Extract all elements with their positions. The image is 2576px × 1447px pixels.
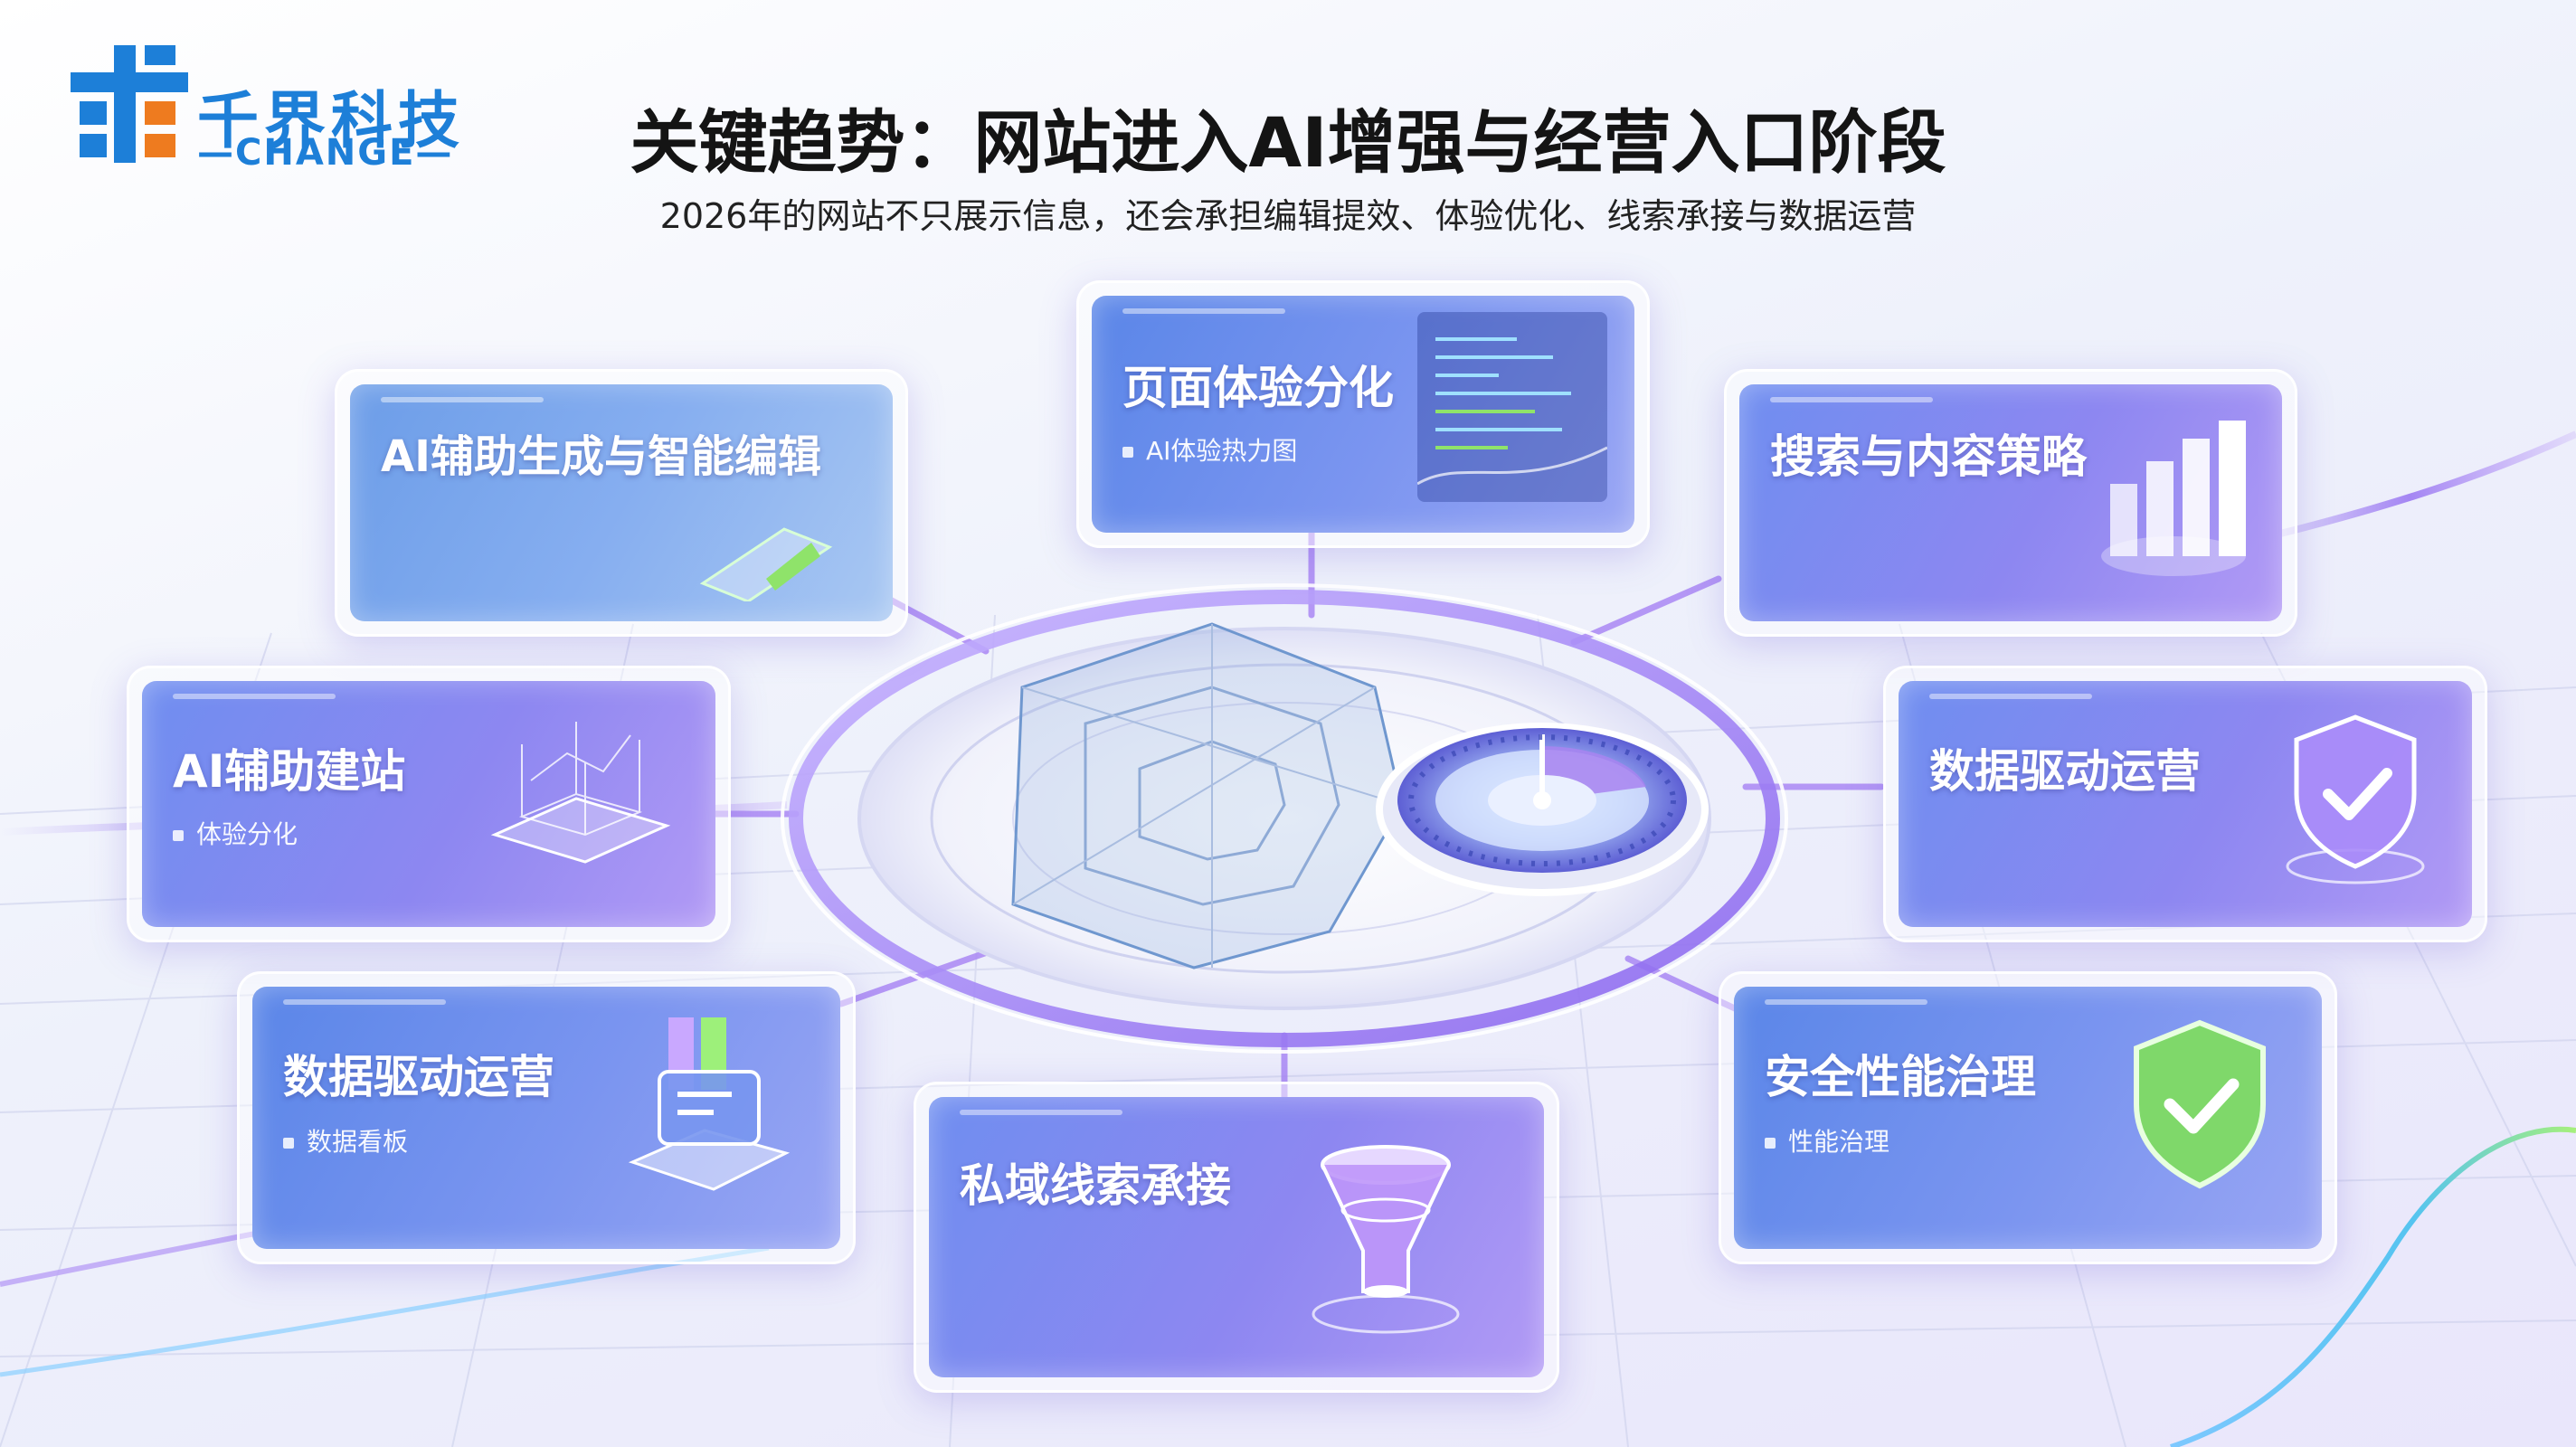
brand-logo [71,36,469,181]
code-screen-icon [1417,312,1607,502]
radar-chart [1011,622,1404,969]
bottom-left-blue-streak [0,1245,770,1377]
outer-ring-glow [781,583,1788,1054]
card-data-ops-right: 数据驱动运营 [1883,666,2487,942]
card-ai-site-building-tag: 体验分化 [173,815,298,851]
dashboard-device-icon [628,1017,791,1191]
green-shield-check-icon [2134,1019,2266,1189]
card-security-performance-title: 安全性能治理 [1765,1051,2036,1103]
shield-check-icon [2286,714,2425,884]
card-decor-bar [1770,397,1933,402]
wireframe-box-icon [490,722,671,864]
card-decor-bar [283,999,446,1005]
card-data-ops-left-title: 数据驱动运营 [283,1051,554,1103]
card-private-leads-panel: 私域线索承接 [929,1097,1544,1377]
card-page-experience: 页面体验分化 AI体验热力图 [1076,280,1650,548]
brand-logo-icon [71,45,188,163]
card-ai-site-building: AI辅助建站 体验分化 [127,666,731,942]
card-security-performance-tag: 性能治理 [1765,1122,1889,1159]
page-subtitle: 2026年的网站不只展示信息，还会承担编辑提效、体验优化、线索承接与数据运营 [659,196,1917,236]
card-private-leads: 私域线索承接 [914,1082,1559,1393]
pen-edit-icon [699,527,833,601]
card-page-experience-panel: 页面体验分化 AI体验热力图 [1092,296,1634,533]
bar-chart-3d-icon [2101,421,2246,576]
card-data-ops-left-tag: 数据看板 [283,1122,408,1159]
card-data-ops-right-title: 数据驱动运营 [1929,745,2201,798]
card-decor-bar [1765,999,1927,1005]
card-decor-bar [381,397,544,402]
brand-sub: —CHANGE— [197,132,454,174]
card-page-experience-tag: AI体验热力图 [1122,431,1297,468]
page-title: 关键趋势：网站进入AI增强与经营入口阶段 [630,102,1946,183]
card-search-strategy: 搜索与内容策略 [1724,369,2297,637]
right-light-streak [2242,430,2576,546]
outer-ring [789,590,1780,1047]
card-security-performance-panel: 安全性能治理 性能治理 [1734,987,2322,1249]
card-ai-editing-panel: AI辅助生成与智能编辑 [350,384,893,621]
card-decor-bar [1122,308,1285,314]
card-data-ops-left: 数据驱动运营 数据看板 [237,971,856,1264]
card-decor-bar [173,694,336,699]
card-data-ops-left-panel: 数据驱动运营 数据看板 [252,987,840,1249]
card-ai-site-building-panel: AI辅助建站 体验分化 [142,681,715,927]
funnel-icon [1312,1145,1460,1334]
brand-name: 千界科技 [197,86,466,157]
card-search-strategy-title: 搜索与内容策略 [1770,430,2087,483]
card-data-ops-right-panel: 数据驱动运营 [1899,681,2472,927]
card-decor-bar [1929,694,2092,699]
card-search-strategy-panel: 搜索与内容策略 [1739,384,2282,621]
platform-disc [857,627,1711,1010]
card-page-experience-title: 页面体验分化 [1122,362,1394,414]
gauge-dial [1376,723,1709,896]
card-decor-bar [960,1110,1122,1115]
card-ai-editing: AI辅助生成与智能编辑 [335,369,908,637]
card-ai-editing-title: AI辅助生成与智能编辑 [381,431,822,482]
right-wave-line [2170,1126,2576,1447]
card-ai-site-building-title: AI辅助建站 [173,745,406,798]
card-security-performance: 安全性能治理 性能治理 [1719,971,2337,1264]
card-private-leads-title: 私域线索承接 [960,1159,1231,1212]
